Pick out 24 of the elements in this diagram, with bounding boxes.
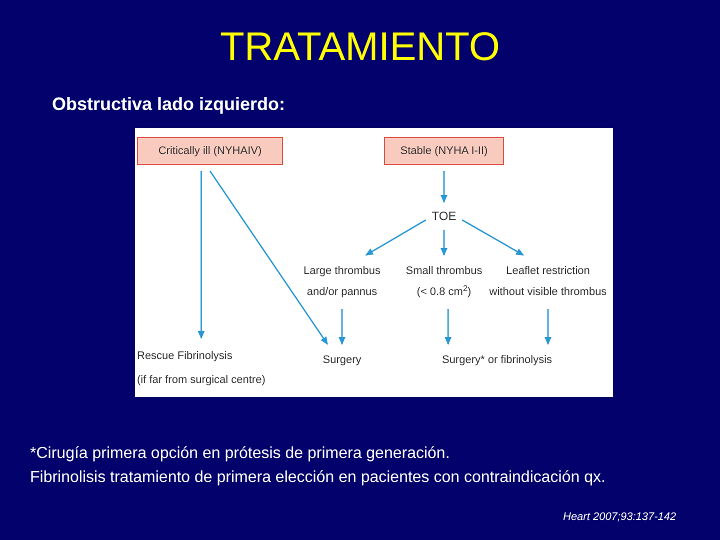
arrow: [440, 171, 448, 203]
arrow: [544, 309, 552, 345]
arrow: [198, 171, 205, 339]
arrow: [338, 309, 346, 345]
footnote: *Cirugía primera opción en prótesis de primera generación.: [30, 444, 450, 464]
section-heading: Obstructiva lado izquierdo:: [52, 93, 286, 116]
finding-label: Large thrombus and/or pannus: [299, 261, 385, 303]
arrow: [444, 309, 452, 345]
arrow: [209, 170, 328, 345]
finding-label: Small thrombus (< 0.8 cm$^{2}$): [403, 261, 485, 303]
finding-label: Leaflet restriction without visible thrombus: [486, 261, 610, 303]
slide-title: TRATAMIENTO: [220, 24, 500, 71]
test-label: TOE: [432, 208, 456, 224]
arrow: [462, 219, 524, 256]
arrow: [440, 230, 448, 256]
treatment-label: (if far from surgical centre): [137, 373, 266, 388]
patient-group-box: Stable (NYHA I-II): [384, 137, 504, 165]
citation: Heart 2007;93:137-142: [563, 510, 676, 524]
treatment-label: Rescue Fibrinolysis: [137, 349, 234, 364]
arrow: [365, 219, 426, 256]
treatment-label: Surgery* or fibrinolysis: [442, 350, 552, 371]
treatment-label: Surgery: [322, 350, 362, 371]
footnote: Fibrinolisis tratamiento de primera elección en pacientes con contraindicación qx.: [30, 468, 606, 488]
patient-group-box: Critically ill (NYHAIV): [137, 137, 283, 165]
